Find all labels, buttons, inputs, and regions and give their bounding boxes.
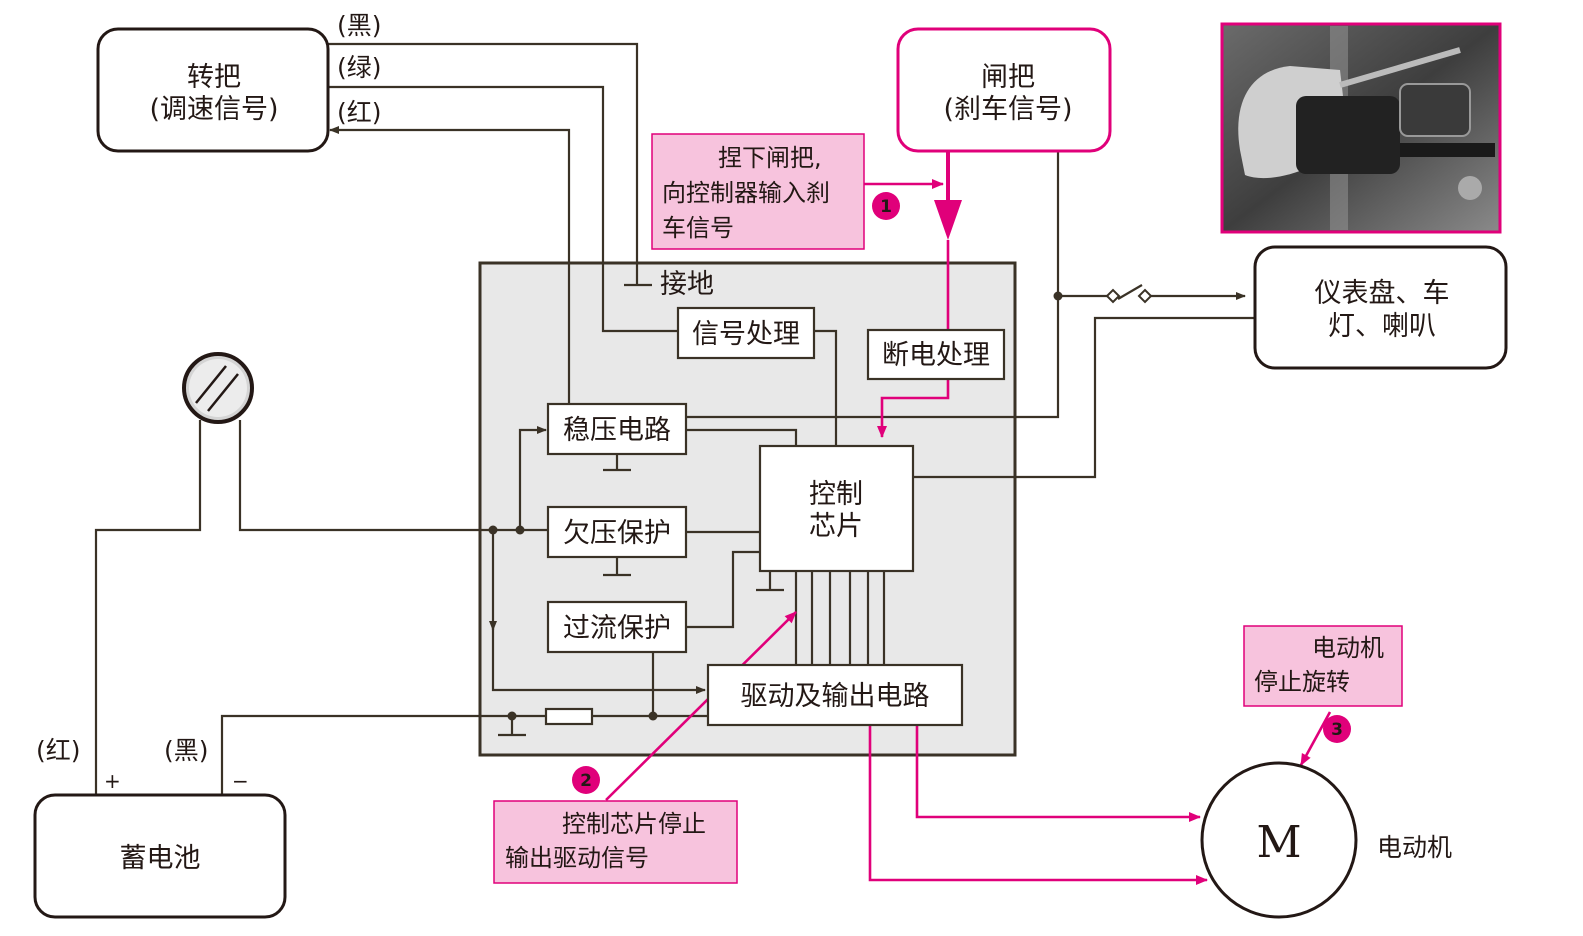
wires-highlight <box>605 152 1332 885</box>
note-3-line1: 电动机 <box>1312 634 1384 662</box>
ground-label: 接地 <box>660 269 714 300</box>
svg-text:3: 3 <box>1331 720 1343 740</box>
note-1-line1: 捏下闸把, <box>718 144 822 172</box>
dash-label-line1: 仪表盘、车 <box>1315 278 1450 309</box>
note-3-line2: 停止旋转 <box>1254 668 1350 696</box>
undervoltage-label: 欠压保护 <box>563 518 671 549</box>
wire-label-black: (黑) <box>337 11 382 40</box>
battery-wire-black: (黑) <box>164 736 209 765</box>
motor-label: 电动机 <box>1377 833 1452 862</box>
battery-label: 蓄电池 <box>120 843 201 874</box>
wire-label-red: (红) <box>337 98 382 127</box>
note-1: 捏下闸把, 向控制器输入刹 车信号 <box>651 133 865 250</box>
battery-wire-red: (红) <box>36 736 81 765</box>
svg-text:2: 2 <box>580 771 592 791</box>
note-2: 控制芯片停止 输出驱动信号 <box>493 800 738 884</box>
signal-processing-block: 信号处理 <box>676 306 816 360</box>
wires-dark <box>94 42 1255 795</box>
signal-processing-label: 信号处理 <box>692 319 800 350</box>
brake-subtitle: (刹车信号) <box>943 94 1072 125</box>
step-badge-1: 1 <box>872 192 900 220</box>
chip-label-line2: 芯片 <box>809 511 863 542</box>
dash-label-line2: 灯、喇叭 <box>1328 311 1436 342</box>
note-3: 电动机 停止旋转 <box>1243 625 1403 707</box>
driver-block: 驱动及输出电路 <box>706 663 964 727</box>
key-switch-icon <box>182 352 254 424</box>
regulator-label: 稳压电路 <box>563 415 671 446</box>
cutoff-block: 断电处理 <box>866 328 1006 381</box>
dash-box: 仪表盘、车 灯、喇叭 <box>1253 245 1508 370</box>
brake-box: 闸把 (刹车信号) <box>896 27 1112 153</box>
svg-text:1: 1 <box>880 197 892 217</box>
driver-label: 驱动及输出电路 <box>741 681 930 712</box>
handle-box: 转把 (调速信号) <box>96 27 330 153</box>
motor: M <box>1200 761 1358 919</box>
cutoff-label: 断电处理 <box>882 340 990 371</box>
handlebar-photo-icon <box>1220 22 1502 234</box>
regulator-block: 稳压电路 <box>546 402 688 456</box>
chip-block: 控制 芯片 <box>758 444 915 573</box>
battery-minus: − <box>232 769 249 793</box>
step-badge-3: 3 <box>1323 715 1351 743</box>
step-badge-2: 2 <box>572 766 600 794</box>
motor-symbol: M <box>1256 817 1301 868</box>
handle-title: 转把 <box>187 62 241 93</box>
overcurrent-label: 过流保护 <box>563 613 671 644</box>
note-1-line3: 车信号 <box>662 214 734 242</box>
note-2-line2: 输出驱动信号 <box>505 844 649 872</box>
note-1-line2: 向控制器输入刹 <box>662 179 830 207</box>
brake-title: 闸把 <box>981 62 1035 93</box>
battery-box: 蓄电池 <box>33 793 287 919</box>
wire-label-green: (绿) <box>337 53 382 82</box>
undervoltage-block: 欠压保护 <box>546 505 688 559</box>
note-2-line1: 控制芯片停止 <box>562 810 706 838</box>
chip-label-line1: 控制 <box>809 479 863 510</box>
battery-plus: + <box>104 769 121 793</box>
overcurrent-block: 过流保护 <box>546 600 688 654</box>
handle-subtitle: (调速信号) <box>149 94 278 125</box>
